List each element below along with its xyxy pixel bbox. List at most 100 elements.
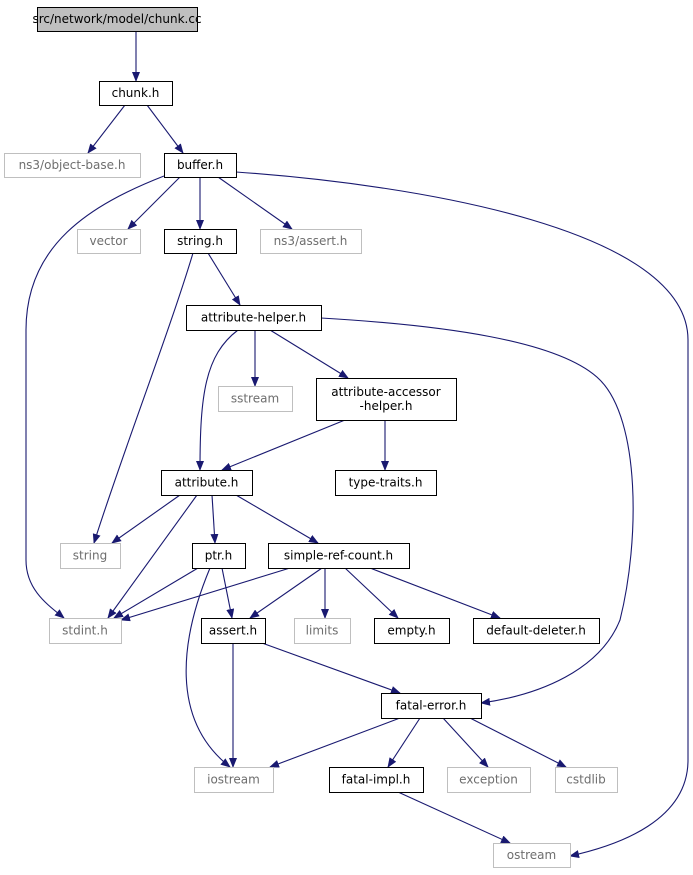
- edge-attribute-h-to-string: [111, 494, 181, 544]
- node-chunk-h[interactable]: chunk.h: [99, 81, 173, 106]
- node-ns3-assert[interactable]: ns3/assert.h: [260, 229, 362, 254]
- node-label: exception: [459, 773, 518, 787]
- node-label: empty.h: [387, 624, 435, 638]
- node-box: [161, 470, 253, 496]
- node-attribute-helper[interactable]: attribute-helper.h: [186, 305, 322, 331]
- node-label: stdint.h: [62, 624, 108, 638]
- node-box: [37, 7, 198, 32]
- node-exception[interactable]: exception: [447, 767, 531, 793]
- node-ostream[interactable]: ostream: [493, 843, 571, 868]
- node-simple-ref-count[interactable]: simple-ref-count.h: [268, 543, 410, 569]
- nodes-layer: src/network/model/chunk.cc chunk.h ns3/obj…: [4, 7, 618, 868]
- node-string-h[interactable]: string.h: [164, 229, 237, 254]
- edge-fatal-error-to-fatal-impl: [387, 717, 421, 768]
- edge-attribute-helper-to-attribute-accessor: [269, 329, 349, 379]
- node-empty-h[interactable]: empty.h: [374, 618, 450, 644]
- node-box: [164, 153, 237, 178]
- edge-attribute-h-to-ptr-h: [210, 494, 219, 544]
- node-box: [77, 229, 141, 254]
- node-attribute-accessor[interactable]: attribute-accessor-helper.h: [316, 378, 457, 421]
- edges-layer: [25, 31, 689, 858]
- node-cstdlib[interactable]: cstdlib: [555, 767, 618, 793]
- node-box: [60, 543, 121, 569]
- node-box: [381, 693, 482, 719]
- node-box: [335, 470, 437, 496]
- edge-attribute-h-to-simple-ref-count: [235, 494, 319, 544]
- edge-attribute-h-to-stdint: [107, 494, 198, 619]
- node-box: [194, 767, 274, 793]
- edge-simple-ref-count-to-stdint: [120, 567, 291, 622]
- node-box: [99, 81, 173, 106]
- node-box: [329, 767, 424, 793]
- node-box: [268, 543, 410, 569]
- edge-chunk-h-to-buffer-h: [146, 104, 184, 154]
- edge-simple-ref-count-to-empty-h: [344, 567, 399, 619]
- edge-attribute-accessor-to-attribute-h: [221, 419, 346, 471]
- edge-simple-ref-count-to-assert-h: [249, 567, 323, 619]
- edge-chunk-h-to-object-base: [87, 104, 126, 154]
- edge-string-h-to-string: [92, 252, 194, 544]
- node-attribute-h[interactable]: attribute.h: [161, 470, 253, 496]
- node-box: [218, 386, 293, 412]
- node-label: type-traits.h: [349, 476, 423, 490]
- node-box: [447, 767, 531, 793]
- node-box: [192, 543, 246, 569]
- node-label: fatal-impl.h: [342, 773, 411, 787]
- node-label: simple-ref-count.h: [284, 549, 393, 563]
- node-assert-h[interactable]: assert.h: [201, 618, 266, 644]
- edge-assert-h-to-fatal-error: [261, 642, 401, 694]
- edge-fatal-error-to-exception: [442, 717, 489, 768]
- node-limits[interactable]: limits: [294, 618, 351, 644]
- edge-string-h-to-attribute-helper: [207, 252, 241, 306]
- node-object-base[interactable]: ns3/object-base.h: [4, 153, 141, 178]
- edge-fatal-error-to-cstdlib: [469, 717, 567, 768]
- edge-attribute-helper-to-fatal-error: [320, 317, 634, 706]
- edge-buffer-h-to-ostream: [235, 171, 689, 858]
- node-box: [201, 618, 266, 644]
- edge-buffer-h-to-stdint: [25, 175, 165, 619]
- node-box: [493, 843, 571, 868]
- edge-buffer-h-to-vector: [127, 176, 181, 230]
- node-box: [374, 618, 450, 644]
- edge-ptr-h-to-assert-h: [221, 567, 235, 619]
- edge-buffer-h-to-ns3-assert: [217, 176, 293, 230]
- node-label: chunk.h: [112, 86, 160, 100]
- edge-simple-ref-count-to-default-deleter: [369, 567, 501, 619]
- node-ptr-h[interactable]: ptr.h: [192, 543, 246, 569]
- node-sstream[interactable]: sstream: [218, 386, 293, 412]
- node-label: buffer.h: [177, 158, 223, 172]
- node-type-traits[interactable]: type-traits.h: [335, 470, 437, 496]
- node-stdint[interactable]: stdint.h: [49, 618, 122, 644]
- node-label: iostream: [207, 773, 260, 787]
- node-label: ns3/assert.h: [274, 234, 348, 248]
- node-label: default-deleter.h: [486, 624, 586, 638]
- node-box: [186, 305, 322, 331]
- node-box: [164, 229, 237, 254]
- edge-fatal-error-to-iostream: [269, 717, 401, 768]
- edge-ptr-h-to-stdint: [113, 567, 199, 619]
- node-string[interactable]: string: [60, 543, 121, 569]
- node-fatal-error[interactable]: fatal-error.h: [381, 693, 482, 719]
- node-box: [473, 618, 600, 644]
- node-label: cstdlib: [566, 773, 605, 787]
- node-buffer-h[interactable]: buffer.h: [164, 153, 237, 178]
- node-label: attribute-accessor: [331, 385, 440, 399]
- node-label: string.h: [177, 234, 223, 248]
- node-label: string: [73, 549, 107, 563]
- node-label: ostream: [507, 848, 556, 862]
- node-box: [555, 767, 618, 793]
- node-fatal-impl[interactable]: fatal-impl.h: [329, 767, 424, 793]
- node-label: -helper.h: [360, 399, 413, 413]
- node-label: src/network/model/chunk.cc: [32, 12, 201, 26]
- node-chunk-cc: src/network/model/chunk.cc: [32, 7, 202, 32]
- node-label: attribute-helper.h: [201, 311, 306, 325]
- node-label: attribute.h: [175, 476, 239, 490]
- node-vector[interactable]: vector: [77, 229, 141, 254]
- node-default-deleter[interactable]: default-deleter.h: [473, 618, 600, 644]
- node-label: limits: [306, 624, 339, 638]
- node-iostream[interactable]: iostream: [194, 767, 274, 793]
- node-label: fatal-error.h: [396, 699, 467, 713]
- node-label: vector: [89, 234, 127, 248]
